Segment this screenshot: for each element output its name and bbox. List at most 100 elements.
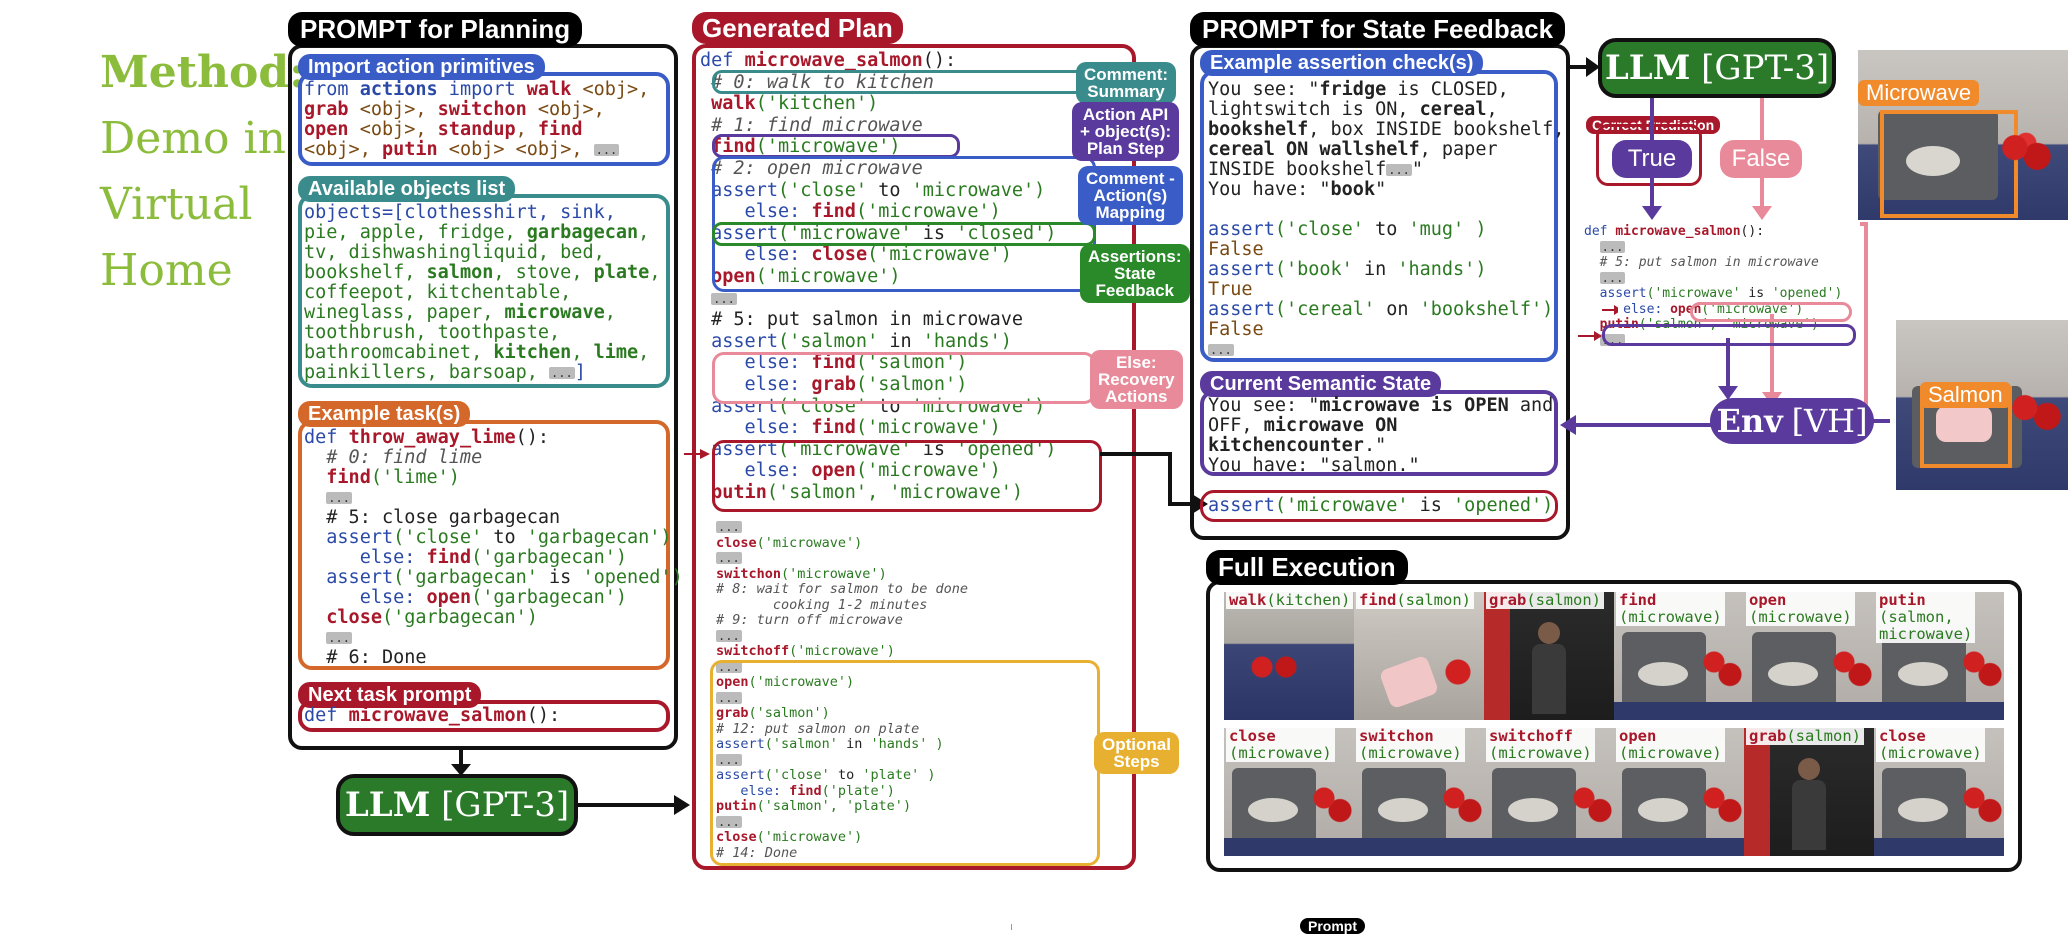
code-line: ... <box>1208 340 1564 360</box>
generated-plan-title: Generated Plan <box>692 12 903 44</box>
execution-step-label: walk(kitchen) <box>1226 592 1354 609</box>
code-line: You have: "salmon." <box>1208 456 1553 476</box>
code-line: ... <box>716 691 968 707</box>
code-token: wineglass, paper, <box>304 302 505 323</box>
code-token: bookshelf, <box>304 262 427 283</box>
code-token: open <box>304 119 349 140</box>
code-token: assert <box>1208 495 1275 516</box>
state-prompt-title: PROMPT for State Feedback <box>1190 12 1566 47</box>
code-token: ('salmon', 'plate') <box>756 798 912 814</box>
ellipsis-marker: ... <box>1599 240 1626 254</box>
code-line: assert('close' to 'microwave') <box>700 396 1056 418</box>
code-token: def <box>304 705 349 726</box>
plan-box-comment <box>712 70 1096 94</box>
code-token: INSIDE bookshelf <box>1208 159 1387 180</box>
code-line: assert('salmon' in 'hands') <box>700 331 1056 353</box>
code-line: assert('close' to 'mug' ) <box>1208 220 1564 240</box>
true-node: True <box>1612 140 1692 178</box>
code-line: else: open('garbagecan') <box>304 588 683 608</box>
code-token: kitchencounter <box>1208 435 1364 456</box>
code-token: actions <box>359 79 438 100</box>
code-token: 'opened') <box>945 438 1057 460</box>
execution-argument: (microwave) <box>1359 744 1462 762</box>
code-token: 'hands') <box>911 330 1012 352</box>
example-task-box <box>298 420 670 670</box>
code-token: # 5: close garbagecan <box>304 507 561 528</box>
execution-argument: (microwave) <box>1489 744 1592 762</box>
feedback-recovery-box <box>1690 302 1852 322</box>
code-token: ('salmon') <box>855 352 968 374</box>
code-token: ('book' <box>1274 259 1364 280</box>
code-line: coffeepot, kitchentable, <box>304 283 660 303</box>
execution-frame: putin(salmon, microwave) <box>1874 592 2004 720</box>
code-token: False <box>1208 239 1264 260</box>
code-token: assert <box>304 527 394 548</box>
code-token: 'hands') <box>1386 259 1487 280</box>
code-token: assert <box>716 767 765 783</box>
execution-frame: open(microwave) <box>1744 592 1874 720</box>
ellipsis-marker: ... <box>716 659 742 674</box>
code-token: open <box>811 460 856 482</box>
ellipsis-marker: ... <box>716 551 742 565</box>
ellipsis-marker: ... <box>326 491 352 505</box>
code-line: # 5: put salmon in microwave <box>1584 255 1842 271</box>
planning-prompt-title: PROMPT for Planning <box>288 12 583 47</box>
code-token: microwave_salmon <box>348 705 527 726</box>
code-token: assert <box>1584 286 1647 301</box>
code-line: toothbrush, toothpaste, <box>304 323 660 343</box>
code-token: find <box>811 352 856 374</box>
example-task-code: def throw_away_lime(): # 0: find lime fi… <box>304 428 683 668</box>
feedback-red-arrows <box>1578 305 1618 341</box>
label-else-recovery: Else: Recovery Actions <box>1090 350 1183 409</box>
execution-frame: close(microwave) <box>1224 728 1354 856</box>
code-token: False <box>1208 319 1264 340</box>
execution-step-label: find(microwave) <box>1616 592 1725 626</box>
code-token: ('microwave') <box>756 534 863 551</box>
code-token: is <box>1419 495 1442 516</box>
microwave-photo-label: Microwave <box>1858 80 1980 106</box>
next-task-code: def microwave_salmon(): <box>304 706 560 726</box>
code-token: to <box>837 767 855 783</box>
code-token: <obj>, <box>304 139 382 160</box>
code-line: assert('salmon' in 'hands' ) <box>716 736 968 753</box>
code-token: microwave is OPEN <box>1319 395 1509 416</box>
code-line <box>1208 200 1564 220</box>
code-line: <obj>, putin <obj> <obj>, ... <box>304 140 649 160</box>
code-token: close <box>304 607 382 628</box>
code-token: lightswitch is ON, <box>1208 99 1420 120</box>
code-line: ... <box>304 488 683 508</box>
code-line: # 12: put salmon on plate <box>716 721 968 738</box>
execution-frame: walk(kitchen) <box>1224 592 1354 720</box>
execution-action: putin <box>1879 592 1926 609</box>
code-line: kitchencounter." <box>1208 436 1553 456</box>
execution-argument: (microwave) <box>1619 744 1722 762</box>
execution-frame: grab(salmon) <box>1744 728 1874 856</box>
plan-code-small: ...close('microwave')...switchon('microw… <box>716 520 968 861</box>
code-token: " <box>1411 159 1424 180</box>
code-line: # 2: open microwave <box>700 158 1056 180</box>
plan-box-assert <box>712 222 1096 246</box>
code-token: ('microwave') <box>781 565 887 582</box>
code-token: 'mug' ) <box>1397 219 1487 240</box>
code-line: assert('close' to 'plate' ) <box>716 767 968 784</box>
import-code: from actions import walk <obj>,grab <obj… <box>304 80 649 160</box>
code-token: , <box>604 302 616 323</box>
code-line: else: open('microwave') <box>700 460 1056 482</box>
code-token: to <box>878 179 901 201</box>
code-token: putin <box>716 798 757 814</box>
code-token: , <box>638 222 650 243</box>
label-comment-mapping: Comment - Action(s) Mapping <box>1078 166 1183 225</box>
code-line: assert('cereal' on 'bookshelf') <box>1208 300 1564 320</box>
code-token: , <box>649 262 661 283</box>
code-token: (): <box>515 427 550 448</box>
llm-right-bracket: [GPT-3] <box>1701 48 1830 88</box>
code-token: microwave_salmon <box>1615 224 1741 239</box>
code-token: book <box>1330 179 1376 200</box>
ellipsis-marker: ... <box>326 631 352 645</box>
code-line: else: find('microwave') <box>700 201 1056 223</box>
execution-action: switchon <box>1359 728 1434 745</box>
code-line: False <box>1208 240 1564 260</box>
code-token: assert <box>700 438 778 460</box>
code-token: # 8: wait for salmon to be done <box>716 581 968 597</box>
